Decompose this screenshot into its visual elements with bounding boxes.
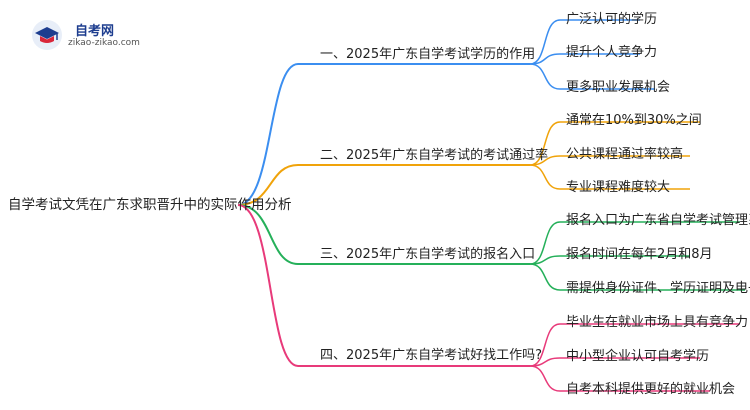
leaf-curve [529, 221, 561, 265]
root-node: 自学考试文凭在广东求职晋升中的实际作用分析 [8, 197, 292, 213]
leaf-node: 更多职业发展机会 [566, 80, 671, 95]
leaf-node: 中小型企业认可自考学历 [566, 349, 710, 364]
logo-domain: zikao-zikao.com [68, 38, 140, 48]
leaf-curve [529, 263, 561, 291]
connector-branch-2 [237, 121, 700, 206]
branch-node-4: 四、2025年广东自学考试好找工作吗? [320, 348, 542, 363]
leaf-curve [529, 365, 561, 392]
site-logo[interactable]: 自考网 zikao-zikao.com [32, 16, 152, 56]
root-branch-curve [237, 164, 299, 206]
branch-node-3: 三、2025年广东自学考试的报名入口 [320, 247, 536, 262]
graduation-cap-icon [32, 20, 62, 50]
connector-branch-4 [237, 204, 740, 392]
leaf-curve [529, 63, 561, 90]
leaf-node: 公共课程通过率较高 [566, 147, 684, 162]
leaf-node: 专业课程难度较大 [566, 180, 671, 195]
branch-node-1: 一、2025年广东自学考试学历的作用 [320, 47, 536, 62]
leaf-node: 广泛认可的学历 [566, 12, 658, 27]
leaf-node: 报名时间在每年2月和8月 [566, 247, 713, 262]
leaf-curve [529, 121, 561, 166]
leaf-node: 提升个人竞争力 [566, 45, 658, 60]
leaf-node: 需提供身份证件、学历证明及电子照片 [566, 281, 750, 296]
branch-node-2: 二、2025年广东自学考试的考试通过率 [320, 148, 549, 163]
leaf-curve [529, 323, 561, 367]
connector-branch-1 [237, 19, 655, 206]
root-branch-curve [237, 204, 299, 265]
leaf-node: 毕业生在就业市场上具有竞争力 [566, 315, 749, 330]
leaf-node: 自考本科提供更好的就业机会 [566, 382, 736, 397]
leaf-node: 通常在10%到30%之间 [566, 113, 702, 128]
leaf-curve [529, 19, 561, 65]
root-branch-curve [237, 63, 299, 206]
leaf-curve [529, 164, 561, 190]
leaf-node: 报名入口为广东省自学考试管理系统 [566, 213, 750, 228]
logo-title: 自考网 [75, 24, 115, 39]
root-branch-curve [237, 204, 299, 367]
connector-branch-3 [237, 204, 745, 291]
